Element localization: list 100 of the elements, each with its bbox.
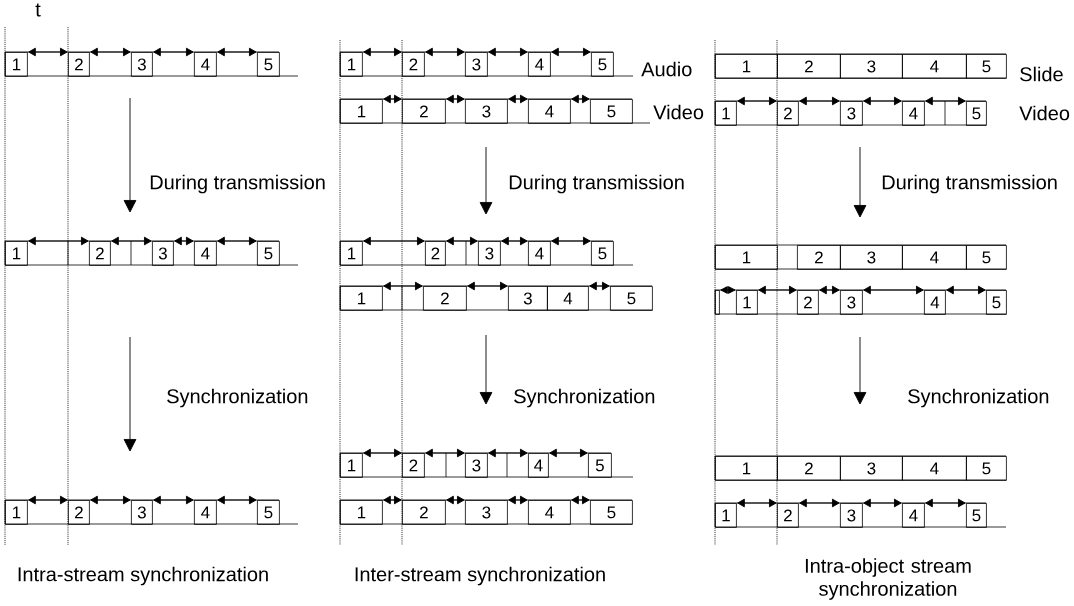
numbered-box: 1 (340, 286, 383, 311)
numbered-box: 4 (902, 54, 967, 79)
numbered-box: 5 (966, 245, 1007, 270)
numbered-box: 3 (478, 241, 501, 266)
step-label: During transmission (882, 174, 1057, 194)
step-label: During transmission (150, 174, 325, 194)
double-arrow (551, 47, 591, 57)
numbered-box: 2 (402, 453, 425, 478)
double-arrow (720, 286, 736, 294)
numbered-box: 2 (68, 52, 90, 77)
numbered-box: 1 (715, 245, 778, 270)
numbered-box: 3 (840, 101, 863, 126)
numbered-box: 5 (590, 99, 633, 124)
numbered-box: 5 (257, 52, 280, 77)
double-arrow (174, 236, 194, 246)
numbered-box: 1 (340, 52, 363, 77)
numbered-box: 4 (528, 52, 551, 77)
numbered-box: 1 (715, 456, 778, 481)
numbered-box: 3 (152, 241, 174, 266)
numbered-box: 4 (902, 101, 925, 126)
numbered-box: 3 (131, 52, 153, 77)
double-arrow (383, 495, 402, 505)
double-arrow (425, 448, 465, 458)
axis-label: t (35, 3, 41, 17)
numbered-box: 4 (194, 52, 217, 77)
double-arrow (946, 285, 986, 295)
double-arrow (488, 47, 528, 57)
stream-label: Video (653, 104, 704, 120)
double-arrow (383, 94, 402, 104)
numbered-box: 3 (840, 456, 903, 481)
numbered-box: 5 (257, 500, 280, 525)
double-arrow (508, 495, 528, 505)
double-arrow (90, 47, 131, 57)
double-arrow (925, 498, 966, 508)
numbered-box: 4 (528, 99, 571, 124)
numbered-box: 5 (966, 101, 987, 126)
double-arrow (28, 495, 68, 505)
double-arrow (28, 236, 89, 246)
numbered-box: 3 (508, 286, 548, 311)
numbered-box: 2 (797, 245, 841, 270)
numbered-box: 4 (924, 290, 946, 315)
double-arrow (217, 236, 257, 246)
numbered-box: 4 (902, 245, 967, 270)
numbered-box: 1 (736, 290, 758, 315)
numbered-box: 5 (966, 503, 987, 528)
double-arrow (446, 495, 465, 505)
numbered-box: 2 (402, 52, 425, 77)
stream-label: Audio (641, 61, 692, 77)
double-arrow (571, 495, 590, 505)
numbered-box: 5 (610, 286, 653, 311)
numbered-box: 2 (402, 99, 446, 124)
step-label: Synchronization (908, 388, 1049, 408)
numbered-box: 2 (797, 290, 819, 315)
double-arrow (737, 96, 777, 106)
double-arrow (551, 236, 591, 246)
numbered-box: 2 (777, 503, 799, 528)
step-label: During transmission (509, 174, 684, 194)
numbered-box: 1 (340, 241, 363, 266)
double-arrow (446, 94, 465, 104)
numbered-box: 4 (194, 241, 217, 266)
double-arrow (549, 448, 588, 458)
numbered-box: 5 (986, 290, 1007, 315)
numbered-box: 3 (465, 500, 508, 525)
numbered-box: 1 (715, 101, 737, 126)
numbered-box: 4 (902, 456, 967, 481)
double-arrow (153, 47, 194, 57)
numbered-box: 2 (89, 241, 111, 266)
numbered-box: 5 (590, 500, 633, 525)
numbered-box: 4 (528, 453, 549, 478)
numbered-box: 3 (465, 52, 488, 77)
double-arrow (111, 236, 152, 246)
double-arrow (217, 495, 257, 505)
double-arrow (863, 285, 924, 295)
numbered-box: 2 (777, 101, 799, 126)
numbered-box: 3 (131, 500, 153, 525)
double-arrow (217, 47, 257, 57)
double-arrow (571, 94, 590, 104)
double-arrow (488, 448, 528, 458)
numbered-box: 5 (591, 52, 614, 77)
double-arrow (446, 236, 478, 246)
double-arrow (363, 236, 425, 246)
numbered-box: 1 (340, 500, 383, 525)
numbered-box: 3 (840, 54, 903, 79)
empty-box (715, 290, 720, 315)
step-label: Synchronization (167, 388, 308, 408)
numbered-box: 1 (5, 241, 28, 266)
numbered-box: 4 (528, 241, 551, 266)
double-arrow (799, 498, 840, 508)
numbered-box: 4 (528, 500, 571, 525)
step-label: Synchronization (514, 388, 655, 408)
double-arrow (501, 236, 528, 246)
double-arrow (467, 281, 508, 291)
double-arrow (425, 47, 465, 57)
numbered-box: 3 (840, 503, 863, 528)
numbered-box: 2 (425, 241, 446, 266)
numbered-box: 5 (966, 54, 1007, 79)
numbered-box: 1 (715, 54, 778, 79)
numbered-box: 3 (840, 290, 863, 315)
caption: Inter-stream synchronization (355, 566, 605, 586)
numbered-box: 3 (465, 99, 508, 124)
